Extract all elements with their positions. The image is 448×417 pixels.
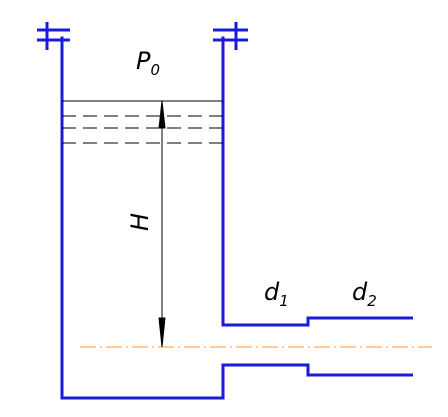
height-arrow-bottom xyxy=(158,317,166,348)
lid-flanges xyxy=(37,22,248,50)
diameter2-label-main: d xyxy=(352,278,368,306)
outlet-pipe xyxy=(223,316,413,377)
pipe-bottom-wall xyxy=(223,363,413,377)
pipe-top-wall xyxy=(223,316,413,327)
diameter2-label: d2 xyxy=(352,278,377,310)
diameter2-label-sub: 2 xyxy=(367,292,377,310)
diameter1-label-sub: 1 xyxy=(279,292,289,310)
pressure-label: P0 xyxy=(136,47,160,79)
water-level xyxy=(62,100,223,144)
diameter1-label-main: d xyxy=(264,278,280,306)
pressure-label-sub: 0 xyxy=(150,61,160,79)
tank-walls xyxy=(60,36,225,400)
pressure-label-main: P xyxy=(136,47,151,75)
height-label: H xyxy=(126,213,154,231)
height-arrow-top xyxy=(158,100,166,129)
diameter1-label: d1 xyxy=(264,278,289,310)
height-dimension xyxy=(158,100,166,348)
